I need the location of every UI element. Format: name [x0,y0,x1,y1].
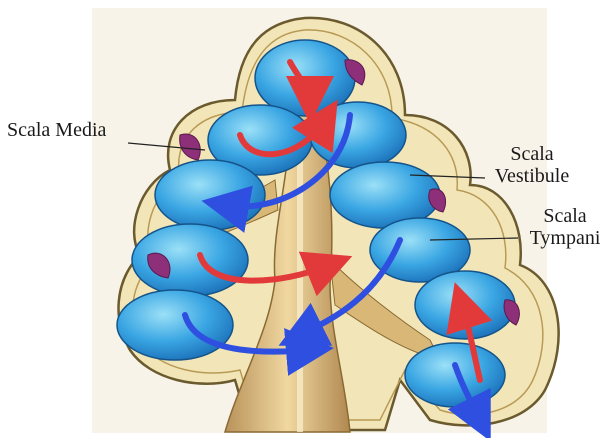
label-scala-media-text: Scala Media [7,119,106,141]
label-scala-media: Scala Media [7,119,106,141]
duct-turn-6 [405,343,505,407]
label-scala-vestibule-line2: Vestibule [487,165,577,187]
label-scala-vestibule-line1: Scala [487,143,577,165]
label-scala-tympani-line2: Tympani [519,227,611,249]
duct-turn-3a [155,160,265,230]
label-scala-tympani: Scala Tympani [519,205,611,249]
label-scala-tympani-line1: Scala [519,205,611,227]
label-scala-vestibule: Scala Vestibule [487,143,577,187]
duct-turn-2b [310,102,406,168]
duct-turn-5a [117,290,233,360]
